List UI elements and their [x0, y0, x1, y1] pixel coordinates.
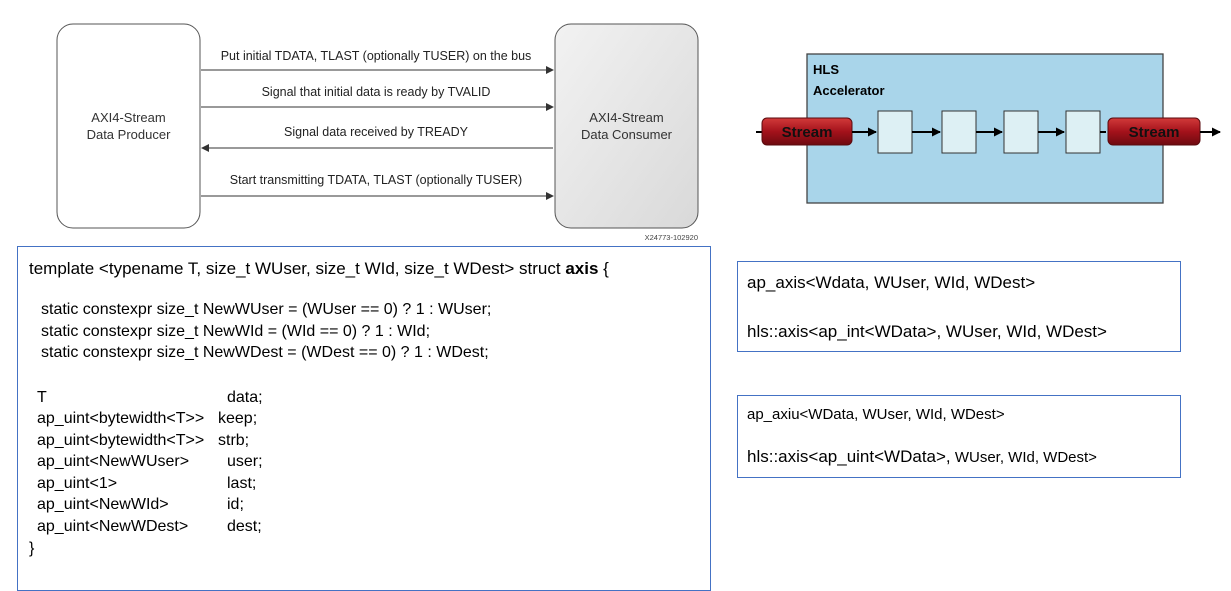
constexpr-line-1: static constexpr size_t NewWUser = (WUse… — [41, 301, 492, 318]
struct-member-keep: ap_uint<bytewidth<T>> keep; — [29, 408, 700, 430]
struct-closing-brace: } — [29, 539, 35, 557]
hls-title-line2: Accelerator — [813, 83, 885, 98]
consumer-label-line1: AXI4-Stream — [589, 110, 663, 125]
message-label-2: Signal that initial data is ready by TVA… — [262, 85, 491, 99]
member-type: ap_uint<bytewidth<T>> — [37, 431, 205, 449]
pipeline-stage-4 — [1065, 110, 1101, 154]
struct-member-dest: ap_uint<NewWDest> dest; — [29, 516, 700, 538]
member-type: ap_uint<NewWUser> — [37, 453, 190, 471]
consumer-label-line2: Data Consumer — [581, 127, 673, 142]
constexpr-line-3: static constexpr size_t NewWDest = (WDes… — [41, 344, 489, 361]
member-type: T — [37, 388, 47, 406]
spacer — [29, 279, 700, 299]
hls-axis-uint-line: hls::axis<ap_uint<WData>, WUser, WId, WD… — [747, 447, 1180, 468]
member-name: data; — [227, 388, 263, 406]
struct-member-id: ap_uint<NewWId> id; — [29, 494, 700, 516]
ap-axis-line: ap_axis<Wdata, WUser, WId, WDest> — [747, 273, 1036, 292]
member-name: user; — [227, 453, 263, 471]
pipeline-stage-1 — [877, 110, 913, 154]
member-name: id; — [227, 496, 244, 514]
hls-axis-int-line: hls::axis<ap_int<WData>, WUser, WId, WDe… — [747, 322, 1107, 341]
member-name: keep; — [218, 410, 258, 428]
struct-header-prefix: template <typename T, size_t WUser, size… — [29, 259, 566, 278]
struct-header: template <typename T, size_t WUser, size… — [29, 259, 700, 279]
struct-member-user: ap_uint<NewWUser> user; — [29, 451, 700, 473]
ap-axiu-line: ap_axiu<WData, WUser, WId, WDest> — [747, 406, 1005, 423]
member-name: strb; — [218, 431, 250, 449]
struct-member-strb: ap_uint<bytewidth<T>> strb; — [29, 430, 700, 452]
struct-member-last: ap_uint<1> last; — [29, 473, 700, 495]
axis-struct-code-box: template <typename T, size_t WUser, size… — [17, 246, 711, 591]
message-label-1: Put initial TDATA, TLAST (optionally TUS… — [221, 49, 532, 63]
member-type: ap_uint<bytewidth<T>> — [37, 410, 205, 428]
ap-axiu-unsigned-box: ap_axiu<WData, WUser, WId, WDest> hls::a… — [737, 395, 1181, 478]
member-type: ap_uint<NewWDest> — [37, 518, 189, 536]
message-label-4: Start transmitting TDATA, TLAST (optiona… — [230, 173, 522, 187]
producer-label-line1: AXI4-Stream — [91, 110, 165, 125]
struct-header-suffix: { — [598, 259, 609, 278]
spacer — [29, 364, 700, 387]
ap-axis-signed-box: ap_axis<Wdata, WUser, WId, WDest> hls::a… — [737, 261, 1181, 352]
pipeline-stage-3 — [1003, 110, 1039, 154]
hls-accelerator-box — [806, 53, 1164, 204]
input-stream-label: Stream — [782, 124, 833, 141]
member-type: ap_uint<NewWId> — [37, 496, 169, 514]
constexpr-line-2: static constexpr size_t NewWId = (WId ==… — [41, 322, 431, 340]
output-stream-label: Stream — [1129, 124, 1180, 141]
hls-title-line1: HLS — [813, 62, 839, 77]
figure-id: X24773-102920 — [645, 233, 698, 242]
member-type: ap_uint<1> — [37, 474, 118, 492]
axi-handshake-diagram: AXI4-Stream Data Producer AXI4-Stream Da… — [56, 23, 699, 242]
member-name: dest; — [227, 518, 262, 536]
producer-box — [56, 23, 201, 229]
hls-accelerator-diagram: HLS Accelerator Stream Stream — [756, 53, 1221, 204]
struct-header-name: axis — [565, 259, 599, 278]
consumer-box — [554, 23, 699, 229]
hls-axis-uint-type: hls::axis<ap_uint<WData>, — [747, 447, 951, 466]
producer-label-line2: Data Producer — [87, 127, 171, 142]
member-name: last; — [227, 474, 257, 492]
message-label-3: Signal data received by TREADY — [284, 125, 469, 139]
pipeline-stage-2 — [941, 110, 977, 154]
hls-axis-uint-params: WUser, WId, WDest> — [950, 449, 1097, 466]
